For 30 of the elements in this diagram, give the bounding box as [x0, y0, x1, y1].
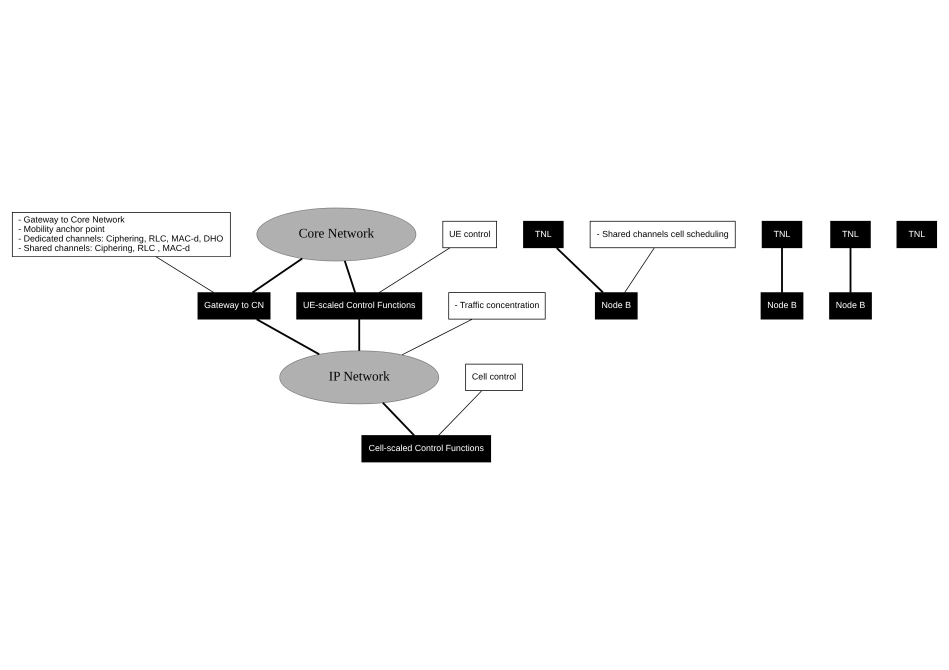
- node-box: Node B: [760, 292, 804, 320]
- connector: [781, 248, 783, 292]
- connector: [624, 248, 655, 293]
- node-box: UE control: [442, 220, 497, 248]
- node-box: TNL: [523, 220, 564, 248]
- node-box: Cell-scaled Control Functions: [361, 435, 492, 462]
- connector: [402, 318, 472, 356]
- node-box: Gateway to CN: [198, 292, 270, 320]
- connector: [344, 260, 356, 293]
- node-box: TNL: [762, 220, 802, 248]
- connector: [252, 258, 303, 294]
- connector: [382, 402, 415, 436]
- node-box: UE-scaled Control Functions: [296, 292, 422, 320]
- node-box: Cell control: [465, 364, 523, 391]
- connector: [155, 256, 214, 293]
- connector: [438, 390, 482, 436]
- node-box: TNL: [830, 220, 871, 248]
- node-box: Node B: [594, 292, 638, 320]
- node-box: - Shared channels cell scheduling: [590, 220, 736, 248]
- connector: [378, 247, 450, 293]
- node-box: - Traffic concentration: [448, 292, 546, 320]
- node-ellipse: IP Network: [279, 350, 440, 404]
- node-ellipse: Core Network: [256, 208, 416, 262]
- connector: [850, 248, 852, 292]
- node-box: TNL: [896, 220, 938, 248]
- connector: [256, 318, 320, 356]
- connector: [358, 319, 360, 351]
- node-box: - Gateway to Core Network - Mobility anchor point - Dedicated channels: Ciphering, RLC, MAC-d, DHO - Shared channels: Ciphering, RLC , MAC-d: [12, 212, 231, 257]
- node-box: Node B: [829, 292, 872, 320]
- connector: [556, 247, 604, 294]
